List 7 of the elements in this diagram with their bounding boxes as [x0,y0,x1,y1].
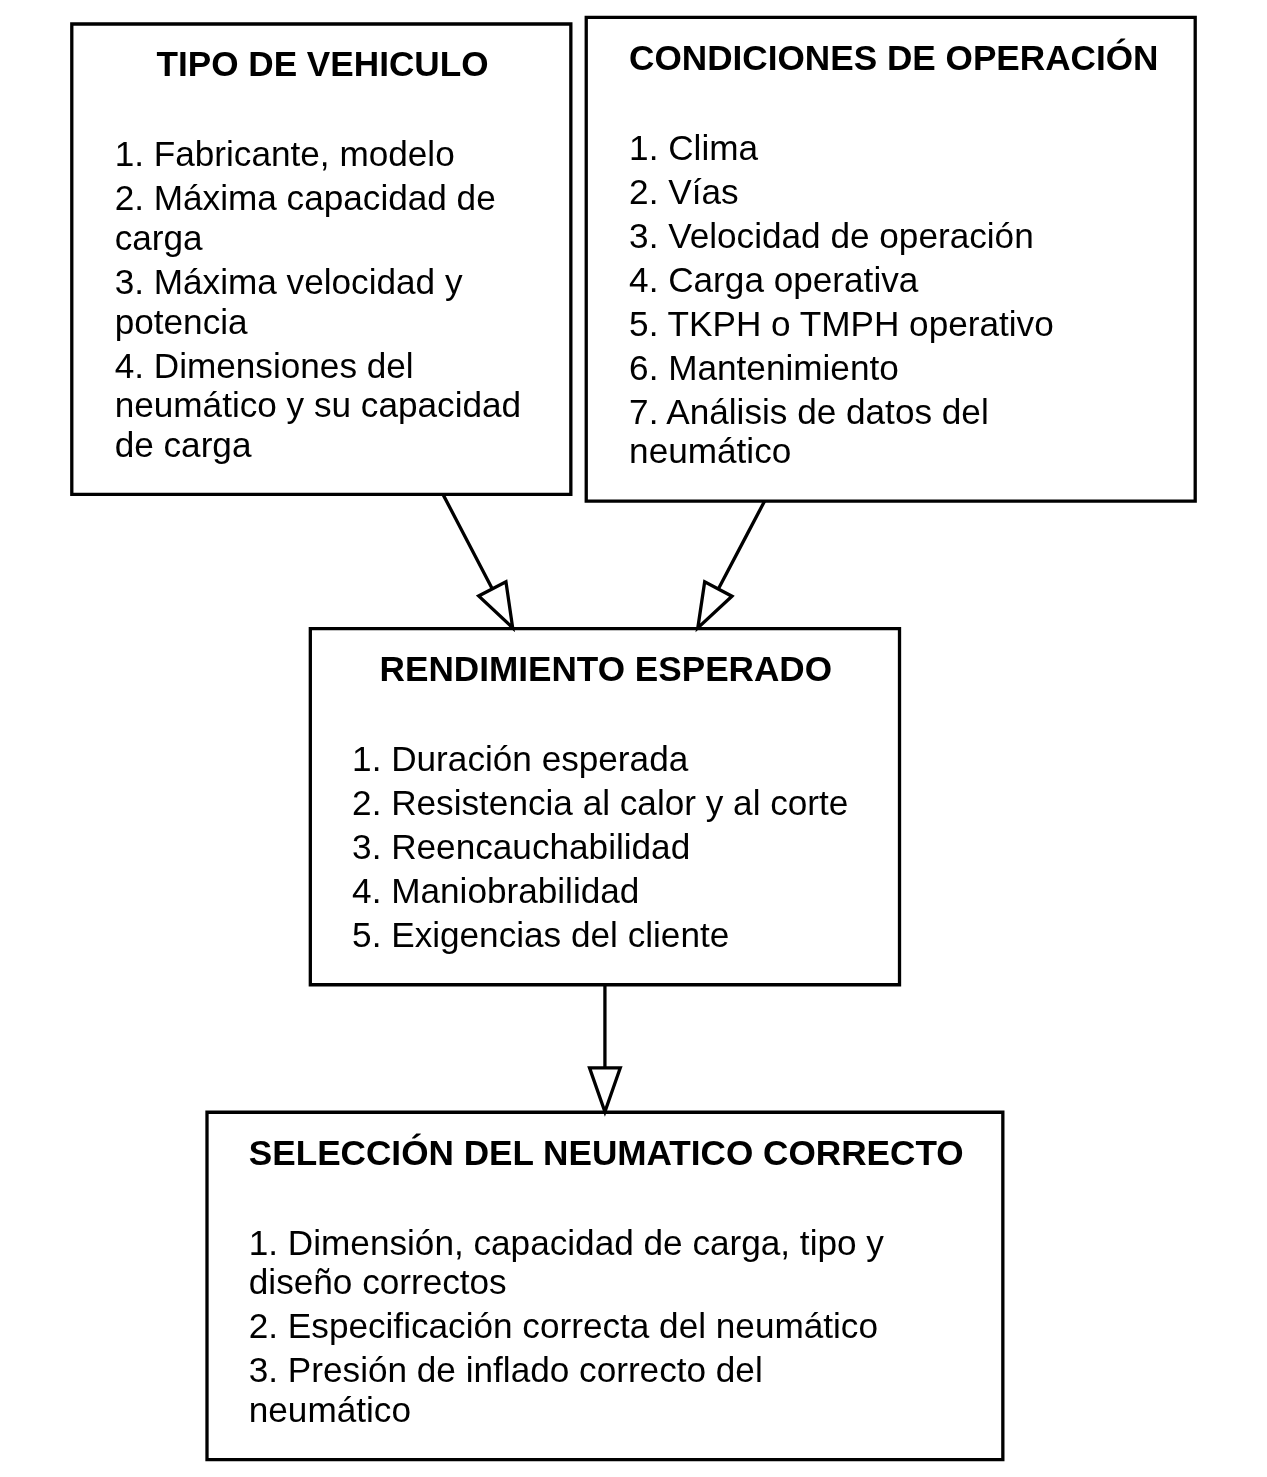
arrow [441,494,515,633]
arrow [587,985,623,1117]
node-box: RENDIMIENTO ESPERADO 1. Duración esperada 2. Resistencia al calor y al corte 3. Reencauchabilidad 4. Maniobrabilidad 5. Exigencias del cliente [308,626,902,987]
node-box: CONDICIONES DE OPERACIÓN 1. Clima 2. Vías 3. Velocidad de operación 4. Carga operativa 5. TKPH o TMPH operativo 6. Mantenimiento 7. Análisis de datos del neumático [584,15,1197,503]
arrow [695,500,766,633]
node-box: TIPO DE VEHICULO 1. Fabricante, modelo 2. Máxima capacidad de carga 3. Máxima velocidad y potencia 4. Dimensiones del neumático y su capacidad de carga [70,22,573,497]
node-box: SELECCIÓN DEL NEUMATICO CORRECTO 1. Dimensión, capacidad de carga, tipo y diseño correctos 2. Especificación correcta del neumático 3. Presión de inflado correcto del neumático [205,1110,1005,1462]
